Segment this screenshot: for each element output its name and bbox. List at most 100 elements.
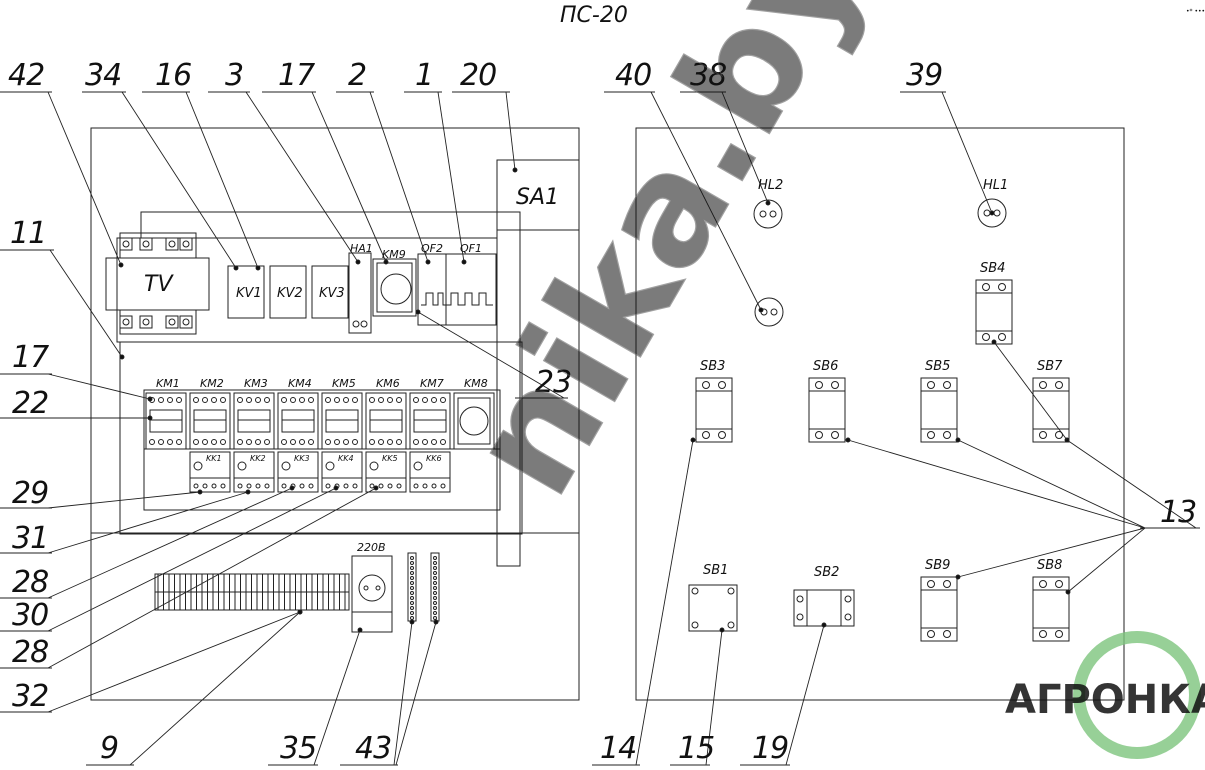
thermal-relay-kk2 (233, 451, 275, 493)
button-sb8 (1032, 576, 1070, 642)
contactor-km3 (233, 392, 275, 450)
label-sb5: SB5 (925, 359, 950, 374)
lamp-40 (754, 297, 784, 327)
label-km3: KM3 (244, 377, 268, 390)
callout-13-24: 13 (1160, 495, 1196, 530)
callout-31-13: 31 (12, 521, 48, 556)
thermal-relay-kk1 (189, 451, 231, 493)
label-kk1: KK1 (206, 454, 222, 463)
callout-23-11: 23 (535, 365, 571, 400)
lamp-hl1 (977, 198, 1007, 228)
watermark-logo-text: АГРОНКА (1005, 677, 1205, 723)
left-panel-frame (90, 127, 580, 701)
label-kk5: KK5 (382, 454, 398, 463)
indicator-ha1 (348, 252, 372, 334)
label-sb7: SB7 (1037, 359, 1063, 374)
button-sb2 (793, 589, 855, 627)
label-kk3: KK3 (294, 454, 310, 463)
callout-34-1: 34 (85, 58, 121, 93)
callout-14-25: 14 (600, 731, 636, 766)
callout-9-18: 9 (100, 731, 118, 766)
label-km4: KM4 (288, 377, 312, 390)
callout-22-10: 22 (12, 386, 48, 421)
thermal-relay-kk6 (409, 451, 451, 493)
callout-42-0: 42 (8, 58, 44, 93)
corner-mark: •* ••• (1186, 8, 1205, 15)
button-sb5 (920, 377, 958, 443)
switch-sa1 (496, 159, 580, 231)
callout-17-9: 17 (12, 340, 49, 375)
label-km9: KM9 (382, 248, 406, 261)
label-kk6: KK6 (426, 454, 442, 463)
callout-43-20: 43 (355, 731, 391, 766)
callout-19-27: 19 (752, 731, 788, 766)
breaker-qf1 (445, 253, 497, 326)
label-sb2: SB2 (814, 565, 839, 580)
callout-28-16: 28 (12, 635, 48, 670)
watermark-site: nika.by (435, 0, 896, 523)
label-km8: KM8 (464, 377, 488, 390)
contactor-km1 (145, 392, 187, 450)
label-km1: KM1 (156, 377, 180, 390)
label-ha1: HA1 (350, 242, 373, 255)
drawing-title: ПС-20 (560, 3, 628, 28)
label-kk4: KK4 (338, 454, 354, 463)
contactor-km9 (372, 258, 417, 317)
callout-20-7: 20 (460, 58, 496, 93)
label-kv3: KV3 (319, 286, 345, 301)
label-sb3: SB3 (700, 359, 725, 374)
label-km7: KM7 (420, 377, 444, 390)
din-rail-frame (119, 341, 523, 535)
label-kv2: KV2 (277, 286, 303, 301)
callout-17-4: 17 (278, 58, 315, 93)
button-sb9 (920, 576, 958, 642)
watermark-logo: АГРОНКА (1005, 631, 1205, 759)
callout-30-15: 30 (12, 598, 48, 633)
socket-220v (351, 555, 393, 633)
button-sb6 (808, 377, 846, 443)
relay-kv2 (269, 265, 307, 319)
callout-11-8: 11 (10, 216, 46, 251)
callout-35-19: 35 (280, 731, 316, 766)
callout-38-22: 38 (690, 58, 726, 93)
contactor-km4 (277, 392, 319, 450)
callout-16-2: 16 (155, 58, 191, 93)
label-km5: KM5 (332, 377, 356, 390)
label-hl1: HL1 (983, 178, 1008, 193)
label-qf2: QF2 (421, 242, 443, 255)
label-sa1: SA1 (516, 185, 559, 210)
thermal-relay-kk5 (365, 451, 407, 493)
callout-1-6: 1 (415, 58, 433, 93)
label-tv: TV (144, 272, 174, 297)
lamp-hl2 (753, 199, 783, 229)
label-sb4: SB4 (980, 261, 1005, 276)
label-hl2: HL2 (758, 178, 783, 193)
contactor-km6 (365, 392, 407, 450)
callout-2-5: 2 (348, 58, 366, 93)
label-socket: 220В (357, 541, 386, 554)
callout-40-21: 40 (615, 58, 651, 93)
button-sb4 (975, 279, 1013, 345)
thermal-relay-kk4 (321, 451, 363, 493)
callout-15-26: 15 (678, 731, 714, 766)
label-kk2: KK2 (250, 454, 266, 463)
right-panel-frame (635, 127, 1125, 701)
relay-kv3 (311, 265, 349, 319)
label-sb8: SB8 (1037, 558, 1062, 573)
contactor-km8 (453, 392, 495, 450)
label-km6: KM6 (376, 377, 400, 390)
button-sb3 (695, 377, 733, 443)
button-sb1 (688, 584, 738, 632)
callout-28-14: 28 (12, 565, 48, 600)
callout-39-23: 39 (906, 58, 942, 93)
label-sb1: SB1 (703, 563, 728, 578)
contactor-km2 (189, 392, 231, 450)
label-qf1: QF1 (460, 242, 482, 255)
button-sb7 (1032, 377, 1070, 443)
callout-29-12: 29 (12, 476, 48, 511)
callout-3-3: 3 (225, 58, 243, 93)
relay-kv1 (227, 265, 265, 319)
label-km2: KM2 (200, 377, 224, 390)
contactor-km7 (409, 392, 451, 450)
